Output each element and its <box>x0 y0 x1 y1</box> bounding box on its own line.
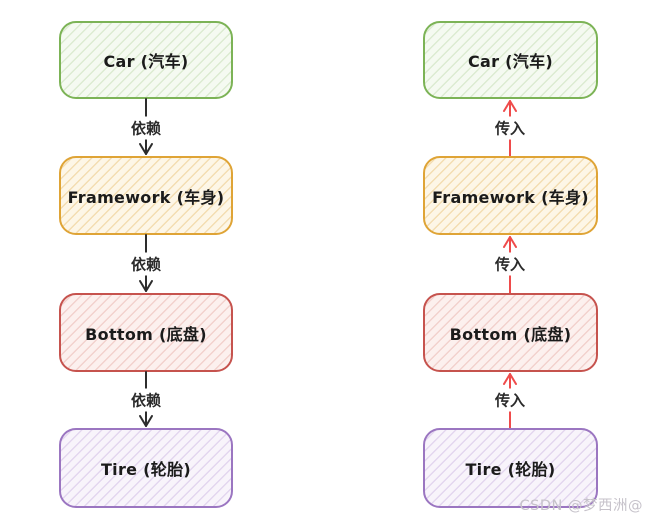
node-bottom-right: Bottom (底盘) <box>423 293 598 372</box>
node-framework-right: Framework (车身) <box>423 156 598 235</box>
node-framework-left: Framework (车身) <box>59 156 233 235</box>
edge-label-dependency: 依赖 <box>128 388 164 412</box>
edge-label-pass-in: 传入 <box>492 252 528 276</box>
node-car-left: Car (汽车) <box>59 21 233 99</box>
edge-label-dependency: 依赖 <box>128 116 164 140</box>
node-tire-right: Tire (轮胎) <box>423 428 598 508</box>
node-bottom-left: Bottom (底盘) <box>59 293 233 372</box>
watermark: CSDN @梦西洲@ <box>519 498 643 514</box>
node-car-right: Car (汽车) <box>423 21 598 99</box>
node-tire-left: Tire (轮胎) <box>59 428 233 508</box>
edge-label-pass-in: 传入 <box>492 388 528 412</box>
edge-label-dependency: 依赖 <box>128 252 164 276</box>
edge-label-pass-in: 传入 <box>492 116 528 140</box>
